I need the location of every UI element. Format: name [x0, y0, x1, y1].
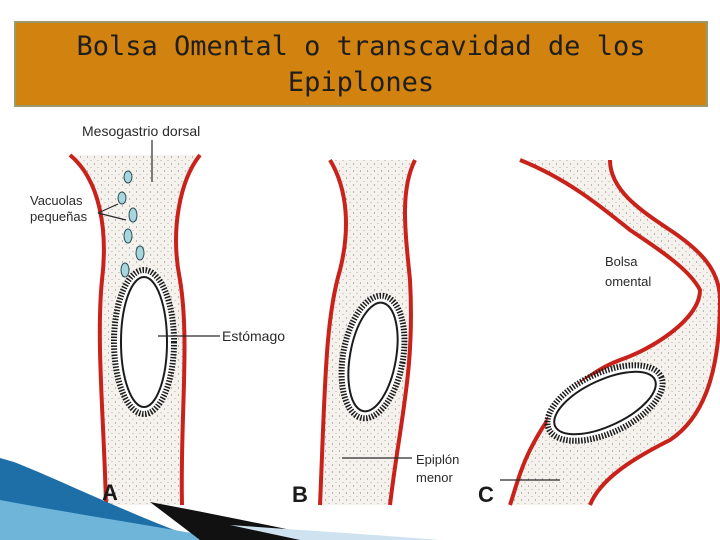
leader-vacuolas-2 [97, 212, 127, 221]
panel-b-letter: B [292, 482, 308, 507]
panel-a-letter: A [102, 480, 118, 505]
label-vacuolas-1: Vacuolas [30, 193, 83, 208]
label-estomago: Estómago [222, 328, 285, 344]
label-vacuolas-2: pequeñas [30, 209, 88, 224]
panel-a-stomach-inner [120, 276, 168, 408]
vacuole [135, 245, 145, 261]
panel-b: B [292, 158, 417, 507]
panel-b-left-wall [318, 158, 348, 506]
panel-b-stomach-inner [347, 301, 399, 413]
vacuole [117, 191, 127, 205]
leader-lines [97, 140, 560, 481]
figure-svg: A B C [30, 120, 720, 508]
panel-a: A [68, 153, 202, 506]
label-epiplon-1: Epiplón [416, 452, 459, 467]
vacuole [120, 262, 130, 278]
decoration-swoosh-pale [230, 525, 440, 540]
panel-a-right-wall [174, 153, 202, 506]
vacuole [128, 207, 138, 223]
leader-vacuolas [97, 203, 119, 214]
panel-c-stomach-inner [553, 370, 657, 436]
panel-a-left-wall [68, 153, 108, 506]
label-bolsa-2: omental [605, 274, 651, 289]
panel-c: C [478, 158, 720, 507]
label-bolsa-1: Bolsa [605, 254, 638, 269]
decoration-swoosh-light [0, 500, 230, 540]
labels: Mesogastrio dorsal Vacuolas pequeñas Est… [30, 123, 651, 485]
title-line-1: Bolsa Omental o transcavidad de los [76, 31, 646, 62]
slide-decoration [0, 458, 440, 540]
panel-c-outer-wall [508, 158, 703, 506]
title-line-2: Epiplones [287, 67, 435, 98]
panel-c-letter: C [478, 482, 494, 507]
label-epiplon-2: menor [416, 470, 454, 485]
panel-b-right-wall [388, 159, 417, 506]
slide-title: Bolsa Omental o transcavidad de los Epip… [16, 29, 706, 101]
label-mesogastrio: Mesogastrio dorsal [82, 123, 200, 139]
vacuole [123, 170, 133, 184]
embryology-figure: A B C [30, 120, 720, 508]
vacuole [123, 228, 133, 244]
title-bar: Bolsa Omental o transcavidad de los Epip… [14, 21, 708, 107]
